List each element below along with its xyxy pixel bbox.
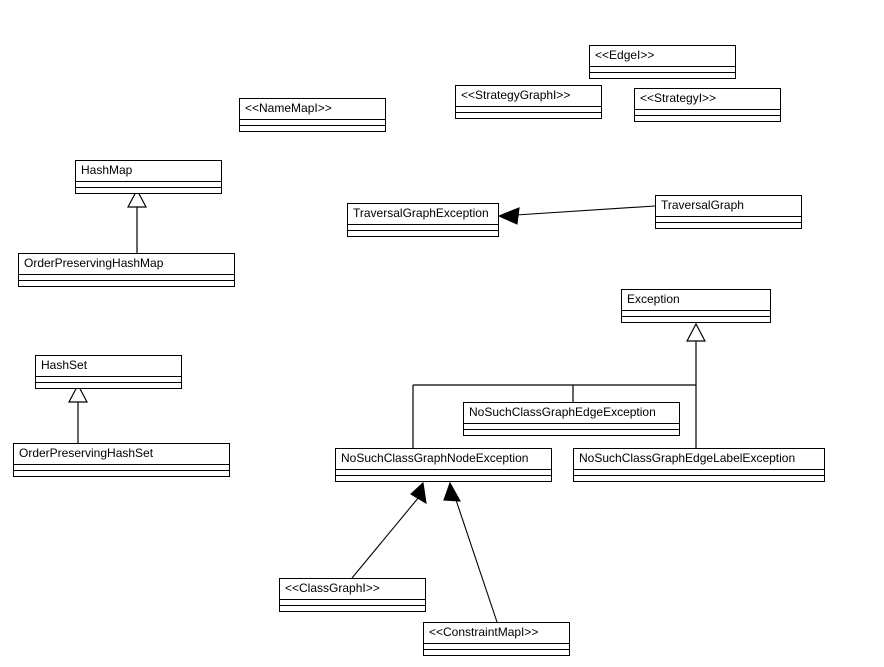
class-operations-compartment (456, 113, 601, 118)
class-name-hashMap: HashMap (76, 161, 221, 182)
class-attributes-compartment (19, 275, 234, 281)
class-operations-compartment (464, 430, 679, 435)
class-name-traversalGraphException: TraversalGraphException (348, 204, 498, 225)
class-operations-compartment (656, 223, 801, 228)
class-name-orderPreservingHashSet: OrderPreservingHashSet (14, 444, 229, 465)
class-box-hashSet[interactable]: HashSet (35, 355, 182, 389)
class-box-noSuchClassGraphEdgeException[interactable]: NoSuchClassGraphEdgeException (463, 402, 680, 436)
class-operations-compartment (14, 471, 229, 476)
class-operations-compartment (280, 606, 425, 611)
class-operations-compartment (622, 317, 770, 322)
class-box-nameMapI[interactable]: <<NameMapI>> (239, 98, 386, 132)
class-name-noSuchClassGraphEdgeException: NoSuchClassGraphEdgeException (464, 403, 679, 424)
class-operations-compartment (590, 73, 735, 78)
generalization-hashset-orderpreservinghashset (68, 383, 88, 443)
class-operations-compartment (424, 650, 569, 655)
class-box-hashMap[interactable]: HashMap (75, 160, 222, 194)
class-box-strategyGraphI[interactable]: <<StrategyGraphI>> (455, 85, 602, 119)
class-box-exception[interactable]: Exception (621, 289, 771, 323)
class-operations-compartment (336, 476, 551, 481)
class-attributes-compartment (456, 107, 601, 113)
class-name-exception: Exception (622, 290, 770, 311)
class-attributes-compartment (76, 182, 221, 188)
generalization-hashmap-orderpreservinghashmap (127, 188, 147, 253)
dependency-classgraphi-nosuchclassgraphnodeexception (351, 481, 427, 579)
class-operations-compartment (348, 231, 498, 236)
class-box-traversalGraphException[interactable]: TraversalGraphException (347, 203, 499, 237)
dependency-traversalgraph-traversalgraphexception (497, 205, 656, 225)
class-box-noSuchClassGraphEdgeLabelException[interactable]: NoSuchClassGraphEdgeLabelException (573, 448, 825, 482)
class-operations-compartment (36, 383, 181, 388)
dependency-constraintmapi-nosuchclassgraphnodeexception (443, 481, 498, 623)
class-attributes-compartment (36, 377, 181, 383)
class-box-constraintMapI[interactable]: <<ConstraintMapI>> (423, 622, 570, 656)
class-attributes-compartment (574, 470, 824, 476)
class-box-noSuchClassGraphNodeException[interactable]: NoSuchClassGraphNodeException (335, 448, 552, 482)
class-name-hashSet: HashSet (36, 356, 181, 377)
class-attributes-compartment (336, 470, 551, 476)
class-name-classGraphI: <<ClassGraphI>> (280, 579, 425, 600)
class-operations-compartment (574, 476, 824, 481)
class-attributes-compartment (424, 644, 569, 650)
class-box-traversalGraph[interactable]: TraversalGraph (655, 195, 802, 229)
class-attributes-compartment (590, 67, 735, 73)
class-box-orderPreservingHashMap[interactable]: OrderPreservingHashMap (18, 253, 235, 287)
class-name-traversalGraph: TraversalGraph (656, 196, 801, 217)
class-operations-compartment (240, 126, 385, 131)
class-name-constraintMapI: <<ConstraintMapI>> (424, 623, 569, 644)
class-box-classGraphI[interactable]: <<ClassGraphI>> (279, 578, 426, 612)
class-box-edgeI[interactable]: <<EdgeI>> (589, 45, 736, 79)
class-box-orderPreservingHashSet[interactable]: OrderPreservingHashSet (13, 443, 230, 477)
class-name-noSuchClassGraphEdgeLabelException: NoSuchClassGraphEdgeLabelException (574, 449, 824, 470)
class-attributes-compartment (348, 225, 498, 231)
class-name-orderPreservingHashMap: OrderPreservingHashMap (19, 254, 234, 275)
class-name-edgeI: <<EdgeI>> (590, 46, 735, 67)
class-operations-compartment (19, 281, 234, 286)
class-name-strategyGraphI: <<StrategyGraphI>> (456, 86, 601, 107)
class-operations-compartment (76, 188, 221, 193)
class-attributes-compartment (280, 600, 425, 606)
class-attributes-compartment (635, 110, 780, 116)
class-operations-compartment (635, 116, 780, 121)
class-name-noSuchClassGraphNodeException: NoSuchClassGraphNodeException (336, 449, 551, 470)
class-attributes-compartment (14, 465, 229, 471)
class-name-nameMapI: <<NameMapI>> (240, 99, 385, 120)
class-attributes-compartment (464, 424, 679, 430)
class-attributes-compartment (656, 217, 801, 223)
class-name-strategyI: <<StrategyI>> (635, 89, 780, 110)
class-attributes-compartment (622, 311, 770, 317)
class-attributes-compartment (240, 120, 385, 126)
class-box-strategyI[interactable]: <<StrategyI>> (634, 88, 781, 122)
